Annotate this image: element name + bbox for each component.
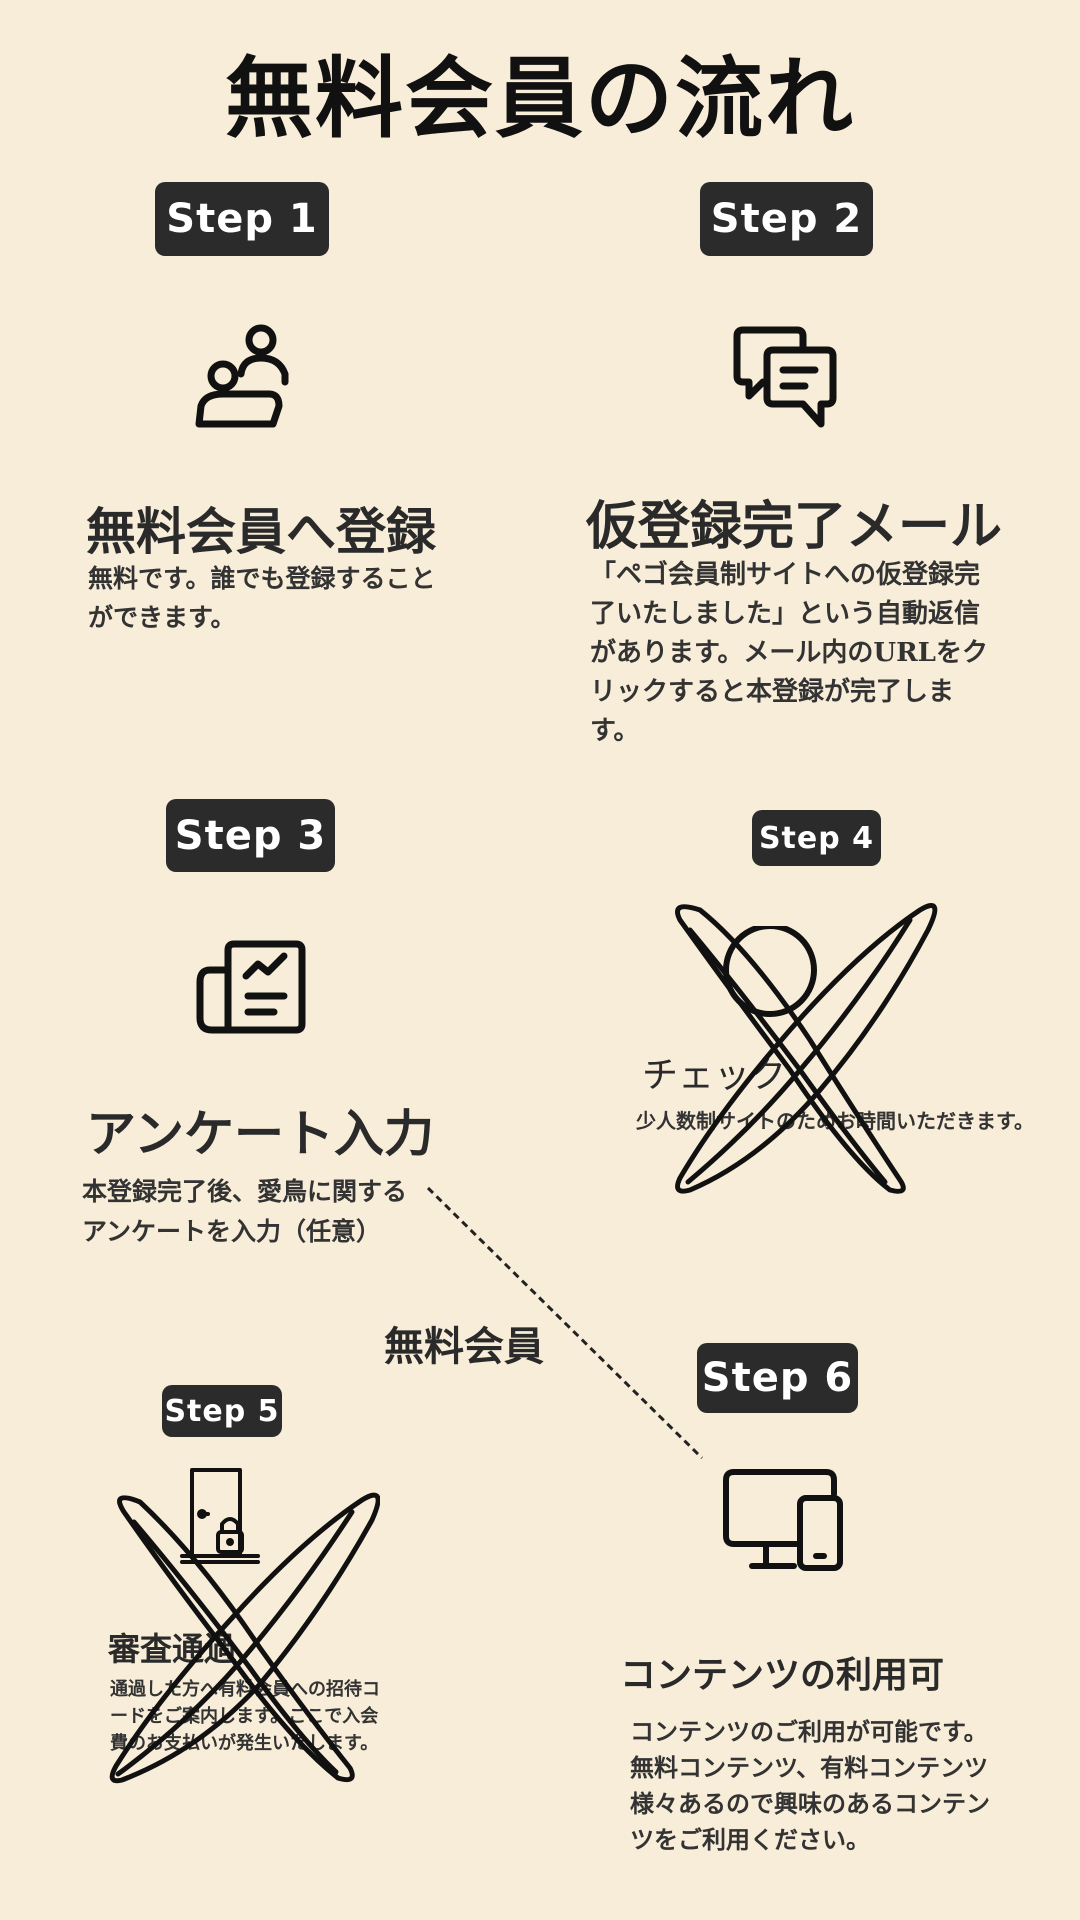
page-title: 無料会員の流れ (224, 46, 855, 150)
step-3-badge: Step 3 (166, 799, 335, 872)
step-4-badge: Step 4 (752, 810, 881, 866)
step-2-heading: 仮登録完了メール (586, 496, 1003, 557)
step-6-heading: コンテンツの利用可 (620, 1654, 945, 1696)
step-3-description: 本登録完了後、愛鳥に関するアンケートを入力（任意） (82, 1177, 408, 1246)
step-1-badge: Step 1 (155, 182, 329, 256)
step-5-badge: Step 5 (162, 1385, 282, 1437)
step-6-badge: Step 6 (697, 1343, 858, 1413)
step-4-description: 少人数制サイトのためお時間いただきます。 (636, 1109, 1034, 1133)
magnifier-icon (720, 926, 820, 1026)
step-5-description: 通過した方へ有料会員への招待コードをご案内します。ここで入会費のお支払いが発生い… (110, 1679, 380, 1754)
devices-icon (722, 1468, 844, 1572)
step-1-heading: 無料会員へ登録 (86, 502, 436, 561)
chat-bubbles-icon (733, 326, 837, 430)
free-member-label: 無料会員 (384, 1323, 544, 1370)
step-3-heading: アンケート入力 (86, 1104, 434, 1163)
step-4-heading: チェック (642, 1055, 787, 1096)
step-1-description: 無料です。誰でも登録することができます。 (88, 564, 436, 632)
locked-door-icon (180, 1466, 260, 1570)
survey-chart-icon (196, 940, 306, 1034)
user-group-icon (193, 322, 297, 432)
step-6-description: コンテンツのご利用が可能です。無料コンテンツ、有料コンテンツ様々あるので興味のあ… (630, 1717, 990, 1854)
step-5-heading: 審査通過 (108, 1630, 237, 1668)
step-2-badge: Step 2 (700, 182, 873, 256)
step-2-description: 「ペゴ会員制サイトへの仮登録完了いたしました」という自動返信があります。メール内… (590, 560, 988, 746)
